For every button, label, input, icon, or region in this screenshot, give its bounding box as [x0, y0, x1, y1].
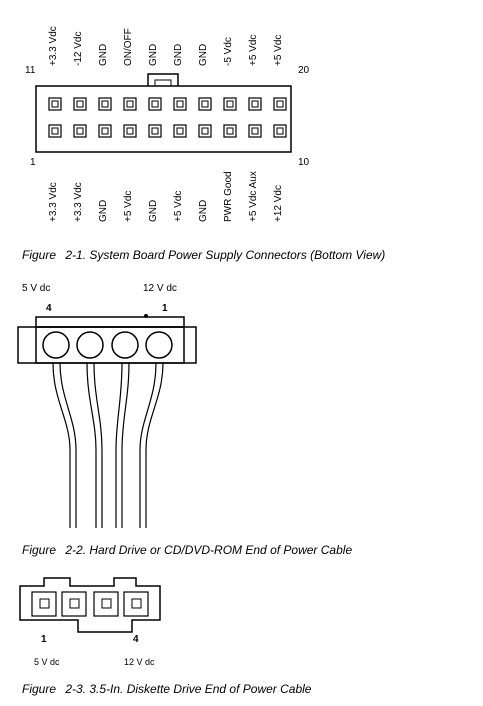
connector-pin-hole — [101, 127, 109, 135]
pin-grid — [48, 97, 287, 138]
connector-pin — [48, 124, 62, 138]
connector-pin — [123, 124, 137, 138]
figure-caption-2-3: Figure 2-3. 3.5-In. Diskette Drive End o… — [22, 682, 311, 696]
connector-pin — [148, 124, 162, 138]
connector-pin-hole — [101, 100, 109, 108]
caption-prefix: Figure — [22, 248, 57, 262]
connector-pin-hole — [151, 127, 159, 135]
pin-number-1: 1 — [41, 634, 47, 645]
pin-number-11: 11 — [25, 65, 36, 76]
caption-prefix: Figure — [22, 682, 57, 696]
connector-pin-hole — [251, 100, 259, 108]
connector-pin-hole — [126, 100, 134, 108]
connector-body — [35, 85, 292, 153]
connector-latch — [147, 73, 179, 86]
connector-pin — [173, 97, 187, 111]
connector-pin-hole — [151, 100, 159, 108]
connector-pin-hole — [226, 127, 234, 135]
label-5v-dc: 5 V dc — [34, 657, 60, 667]
connector-pin-hole — [201, 127, 209, 135]
label-5v-dc: 5 V dc — [22, 283, 51, 294]
connector-pin-hole — [176, 127, 184, 135]
connector-pin-hole — [76, 100, 84, 108]
connector-pin-hole — [126, 127, 134, 135]
connector-pin-hole — [51, 100, 59, 108]
cable-wires — [52, 362, 164, 528]
connector-pin — [48, 97, 62, 111]
connector-pin-hole — [201, 100, 209, 108]
connector-pin-hole — [251, 127, 259, 135]
pin-number-1: 1 — [162, 303, 168, 314]
connector-pin — [123, 97, 137, 111]
connector-pin — [273, 124, 287, 138]
connector-pin-hole — [226, 100, 234, 108]
label-12v-dc: 12 V dc — [143, 283, 177, 294]
pin-number-1: 1 — [30, 157, 36, 168]
molex-pin — [111, 331, 139, 359]
connector-pin — [73, 97, 87, 111]
molex-pin — [42, 331, 70, 359]
connector-pin-hole — [51, 127, 59, 135]
caption-text: 2-1. System Board Power Supply Connector… — [65, 248, 386, 262]
connector-pin — [198, 124, 212, 138]
pin-number-4: 4 — [133, 634, 139, 645]
pin-number-20: 20 — [298, 65, 310, 76]
connector-pin — [148, 97, 162, 111]
pin-number-4: 4 — [46, 303, 52, 314]
connector-pin — [223, 97, 237, 111]
figure-caption-2-1: Figure 2-1. System Board Power Supply Co… — [22, 248, 385, 262]
connector-pin-hole — [76, 127, 84, 135]
label-12v-dc: 12 V dc — [124, 657, 155, 667]
connector-pin — [248, 97, 262, 111]
connector-pin — [98, 97, 112, 111]
connector-pin — [173, 124, 187, 138]
connector-pin — [73, 124, 87, 138]
caption-prefix: Figure — [22, 543, 57, 557]
connector-pin-hole — [276, 100, 284, 108]
figure-caption-2-2: Figure 2-2. Hard Drive or CD/DVD-ROM End… — [22, 543, 352, 557]
caption-text: 2-3. 3.5-In. Diskette Drive End of Power… — [65, 682, 312, 696]
connector-pin — [248, 124, 262, 138]
connector-pin-hole — [176, 100, 184, 108]
molex-pin — [76, 331, 104, 359]
caption-text: 2-2. Hard Drive or CD/DVD-ROM End of Pow… — [65, 543, 353, 557]
connector-pin — [98, 124, 112, 138]
connector-pin-hole — [276, 127, 284, 135]
molex-pin — [145, 331, 173, 359]
connector-pin — [223, 124, 237, 138]
connector-pin — [273, 97, 287, 111]
pin-number-10: 10 — [298, 157, 310, 168]
connector-pin — [198, 97, 212, 111]
